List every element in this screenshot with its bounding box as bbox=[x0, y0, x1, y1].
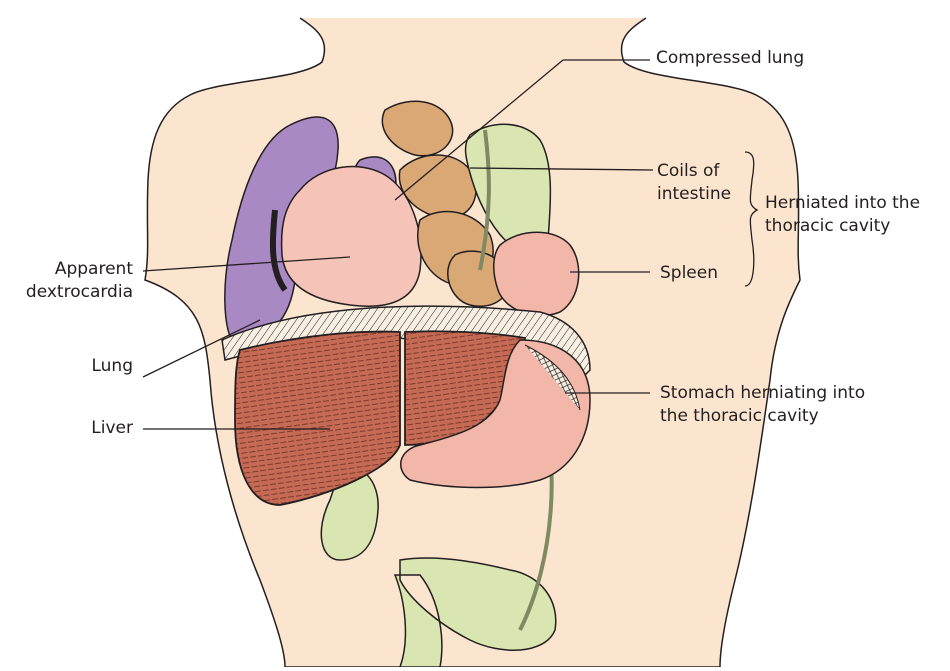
label-compressed-lung: Compressed lung bbox=[656, 47, 804, 70]
label-lung: Lung bbox=[91, 355, 133, 378]
heart bbox=[282, 167, 421, 307]
spleen bbox=[494, 232, 579, 315]
label-liver: Liver bbox=[91, 417, 133, 440]
label-spleen: Spleen bbox=[660, 262, 718, 285]
